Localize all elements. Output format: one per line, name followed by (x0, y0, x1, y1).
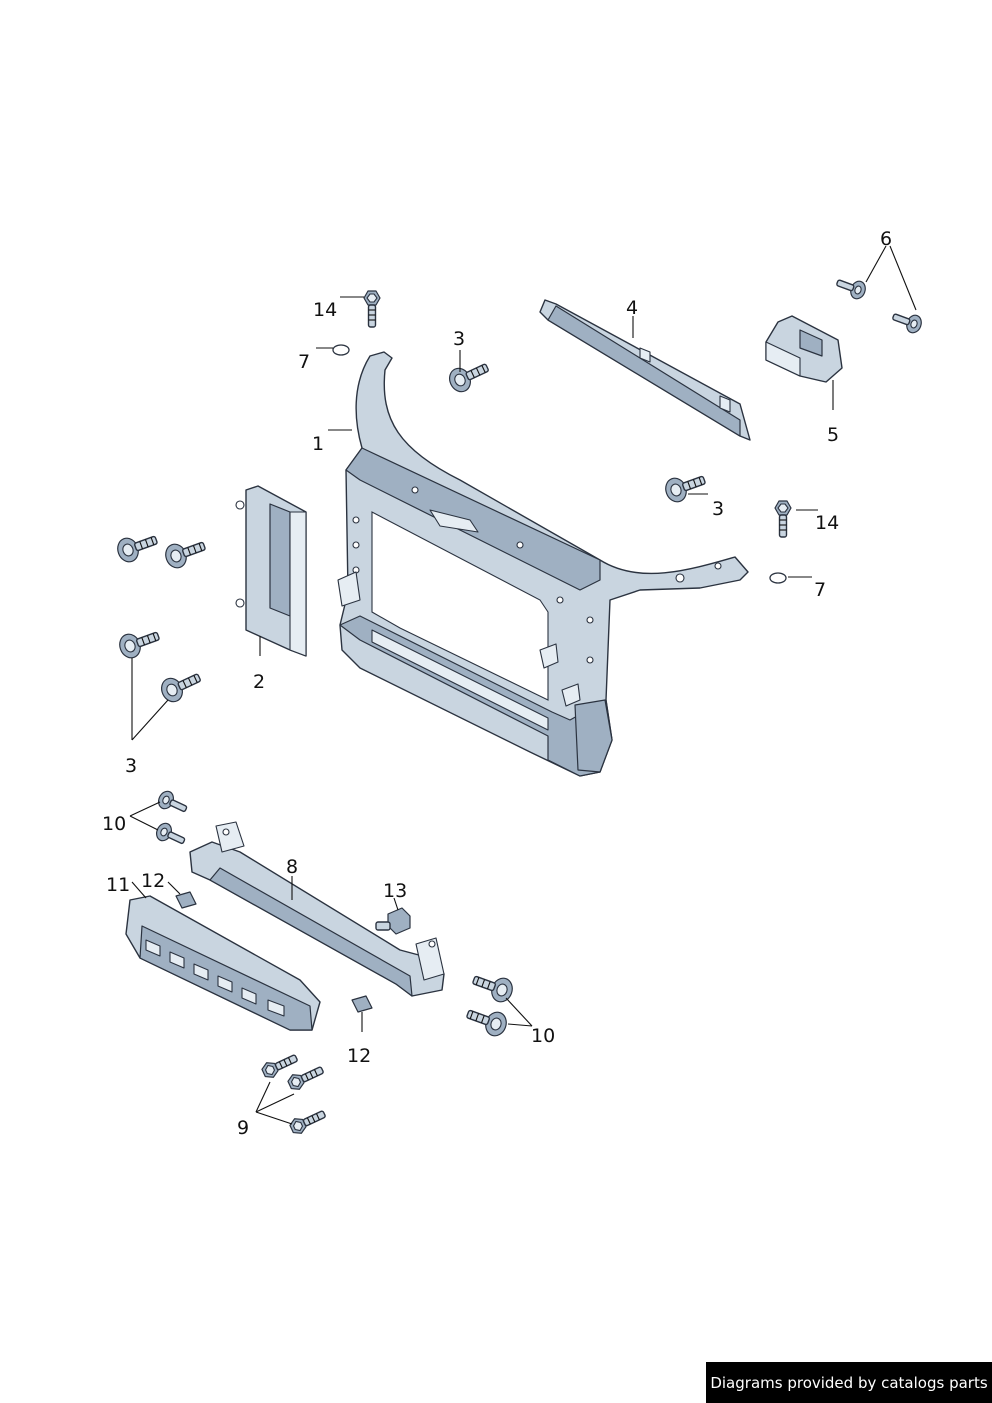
credit-text: Diagrams provided by catalogs parts (710, 1373, 988, 1392)
callout-7-right: 7 (814, 579, 826, 601)
latch-bracket (765, 315, 843, 410)
washer-right (769, 572, 787, 584)
callout-12-lower: 12 (347, 1045, 371, 1067)
callout-3-mid: 3 (712, 498, 724, 520)
washer-upper (332, 344, 350, 356)
bolt-3-left-d (157, 665, 205, 706)
callout-8: 8 (286, 856, 298, 878)
callout-11: 11 (106, 874, 130, 896)
front-end-carrier (337, 351, 749, 777)
callout-4: 4 (626, 297, 638, 319)
callout-labels: 1 2 3 3 3 4 5 6 7 7 8 9 10 10 11 12 12 1… (102, 228, 892, 1139)
callout-7-upper: 7 (298, 351, 310, 373)
callout-12-upper: 12 (141, 870, 165, 892)
spacer-sleeve (375, 897, 411, 935)
bolt-3-left-b (161, 533, 209, 572)
callout-9: 9 (237, 1117, 249, 1139)
bolt-14-upper (363, 290, 381, 328)
callout-1: 1 (312, 433, 324, 455)
callout-10-right: 10 (531, 1025, 555, 1047)
bolt-3-left-c (115, 623, 163, 662)
bolt-14-right (774, 500, 792, 538)
credit-banner: Diagrams provided by catalogs parts (706, 1362, 992, 1403)
clip-nut-lower (351, 995, 373, 1032)
bolt-10-d (463, 1001, 511, 1040)
callout-14-right: 14 (815, 512, 839, 534)
bumper-reinforcement (189, 821, 445, 997)
callout-14-upper: 14 (313, 299, 337, 321)
side-bracket (235, 485, 307, 657)
bolt-10-a (155, 788, 191, 819)
callout-3-left: 3 (125, 755, 137, 777)
callout-13: 13 (383, 880, 407, 902)
bolt-3-mid (661, 467, 709, 506)
callout-6: 6 (880, 228, 892, 250)
screw-6-b (889, 307, 925, 336)
callout-2: 2 (253, 671, 265, 693)
bolt-10-b (153, 820, 189, 851)
callout-10-left: 10 (102, 813, 126, 835)
bolt-3-left-a (113, 527, 161, 566)
leader-lines (129, 245, 917, 1125)
bolt-10-c (469, 967, 517, 1006)
callout-3-top: 3 (453, 328, 465, 350)
clip-nut-upper (167, 881, 197, 909)
energy-absorber (125, 895, 321, 1031)
upper-cross-member (539, 299, 751, 441)
bolt-9-c (287, 1105, 329, 1137)
callout-5: 5 (827, 424, 839, 446)
bolt-3-top (445, 355, 493, 396)
bolt-9-b (285, 1061, 327, 1093)
screw-6-a (833, 273, 869, 302)
